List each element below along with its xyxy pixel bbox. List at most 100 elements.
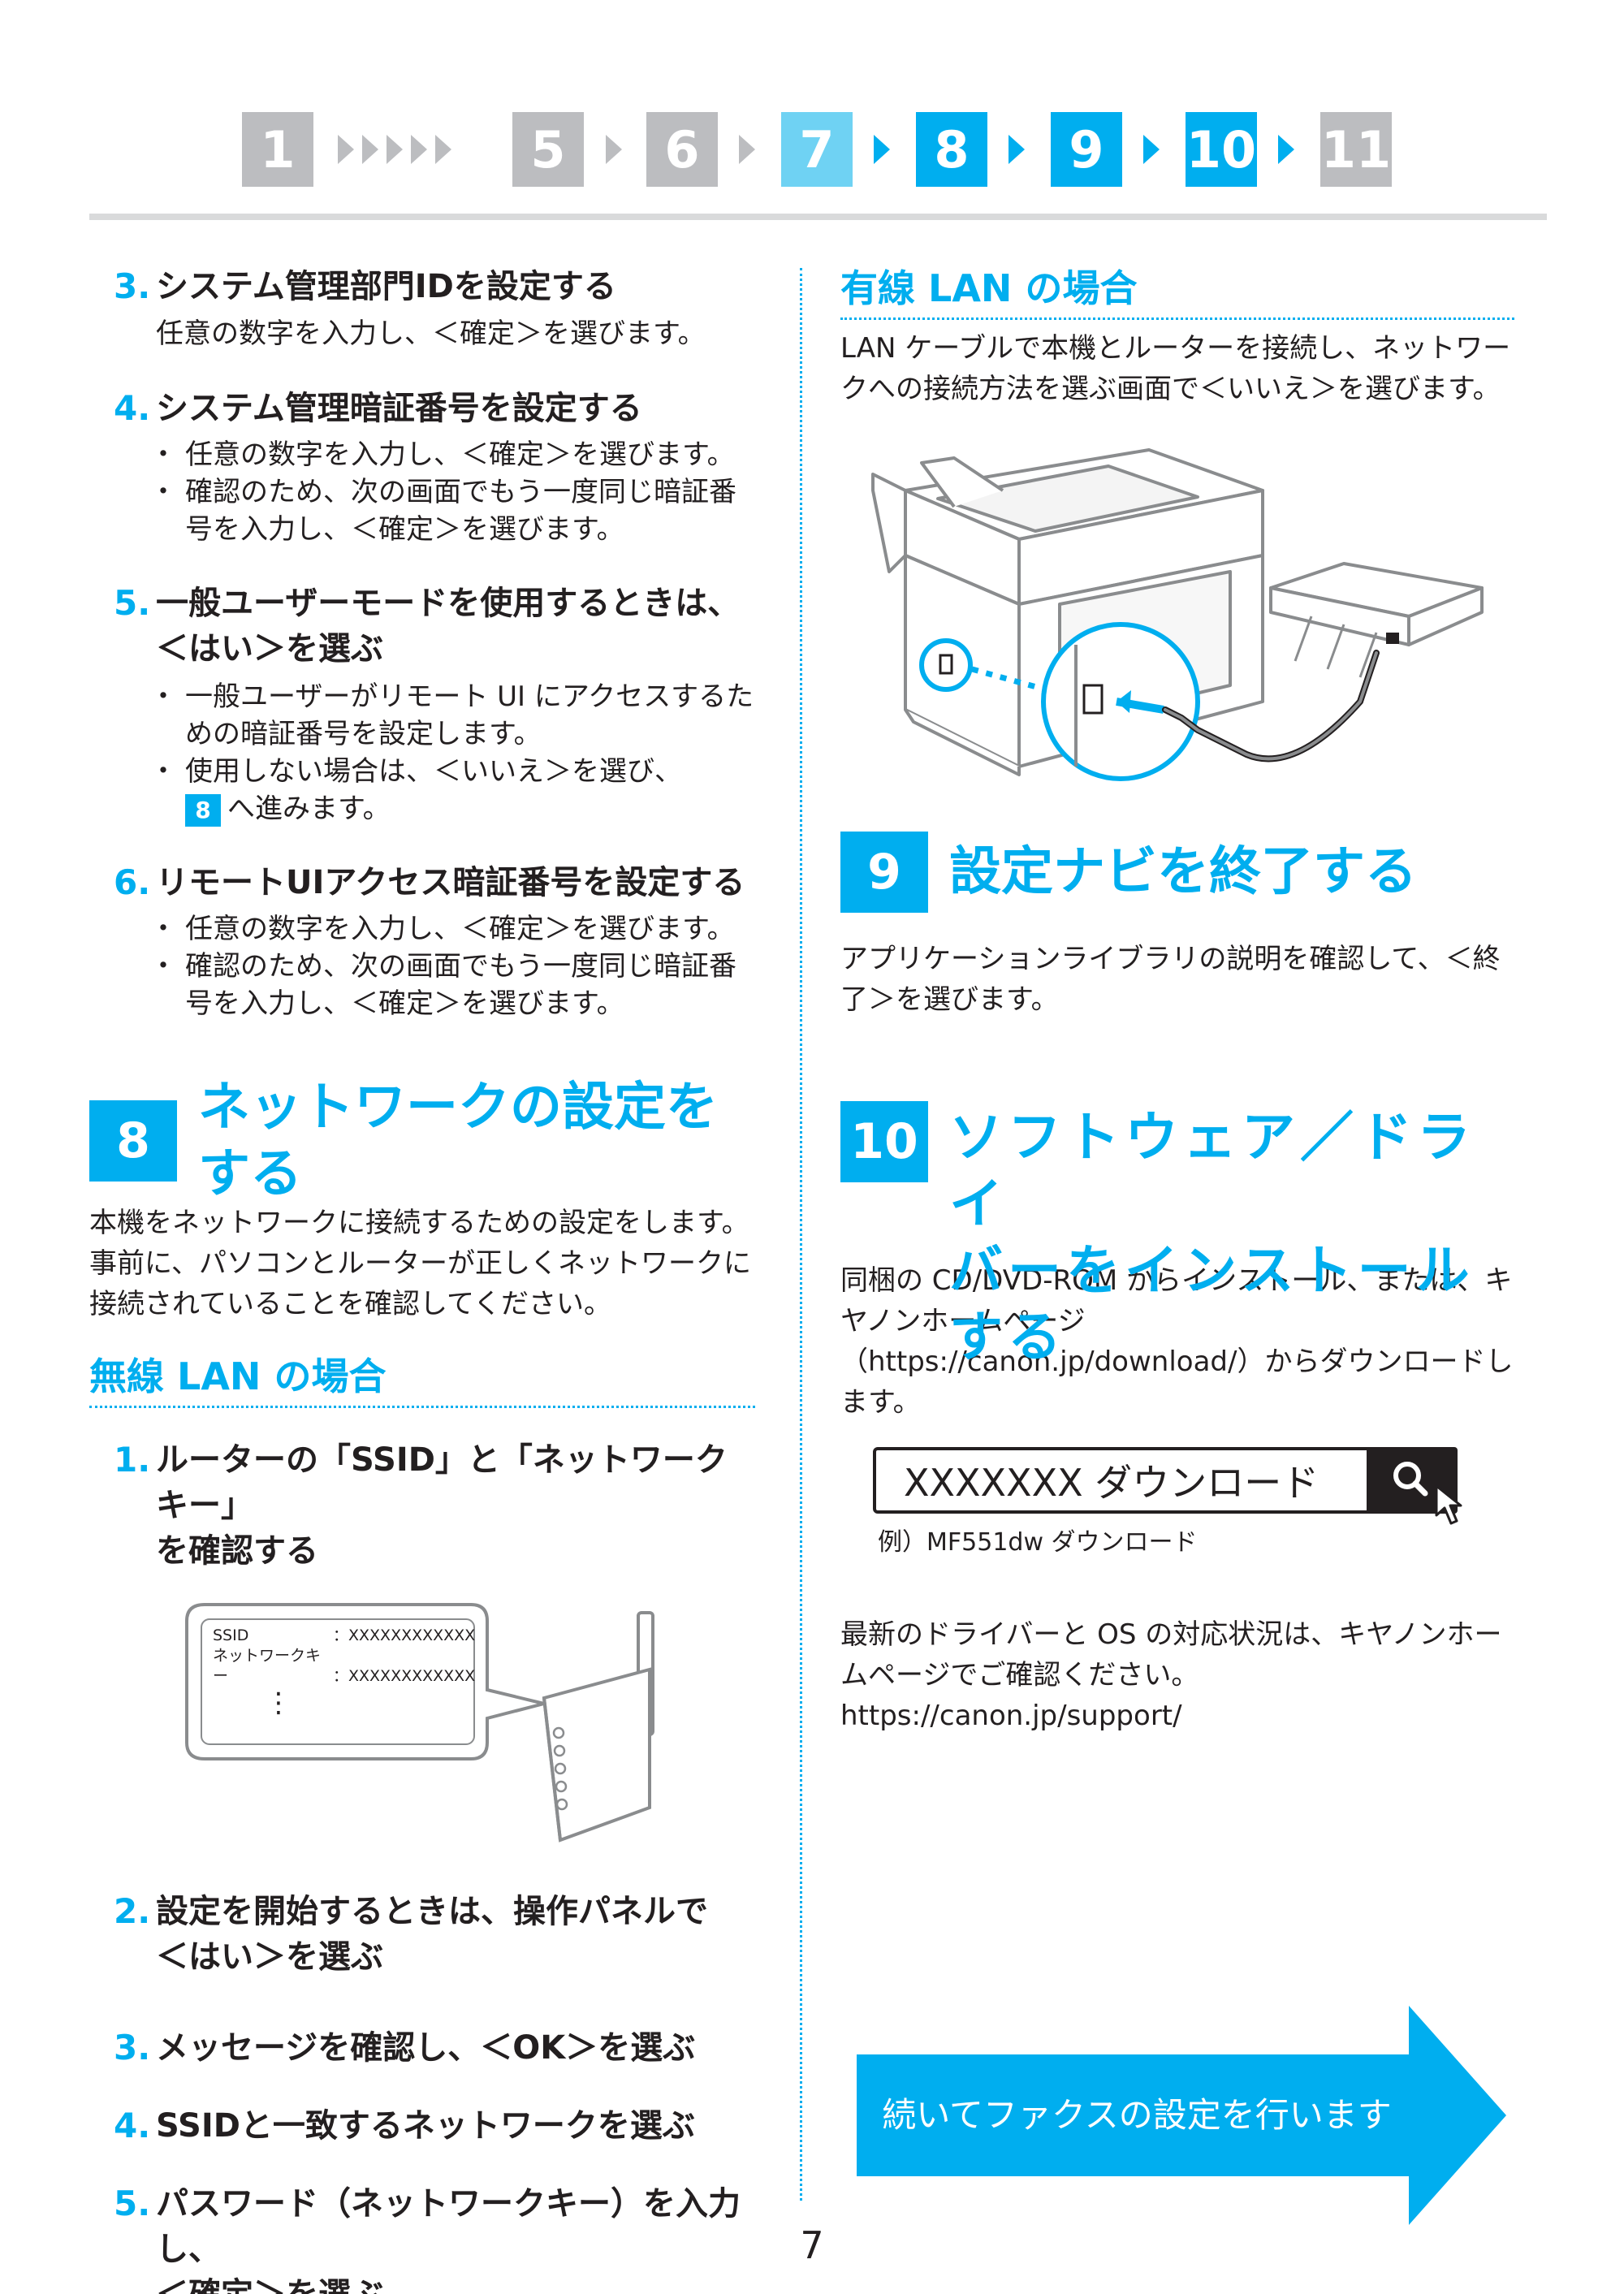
wireless-step-1: 1. ルーターの「SSID」と「ネットワークキー」 を確認する [89,1437,755,1574]
step-title-text: ルーターの「SSID」と「ネットワークキー」 [156,1441,728,1524]
wireless-lan-heading: 無線 LAN の場合 [89,1352,755,1408]
progress-step-9: 9 [1051,112,1122,187]
install-text: 同梱の CD/DVD-ROM からインストール、または、キヤノンホームページ [840,1264,1513,1337]
progress-arrow [338,135,354,164]
step-title: 4. SSIDと一致するネットワークを選ぶ [89,2103,755,2149]
section-9-body: アプリケーションライブラリの説明を確認して、＜終了＞を選びます。 [840,943,1501,1016]
progress-step-8: 8 [916,112,987,187]
step-title-text: ＜はい＞を選ぶ [156,630,383,667]
section-9-heading: 9 設定ナビを終了する [840,832,1514,913]
wireless-step-5: 5. パスワード（ネットワークキー）を入力し、 ＜確定＞を選ぶ [89,2181,755,2294]
step-title-text: メッセージを確認し、＜OK＞を選ぶ [156,2029,696,2067]
step-4-admin-pin: 4. システム管理暗証番号を設定する 任意の数字を入力し、＜確定＞を選びます。 … [89,386,755,548]
download-url-text: （https://canon.jp/download/）からダウンロードします。 [840,1346,1514,1419]
section-8-intro: 本機をネットワークに接続するための設定をします。事前に、パソコンとルーターが正し… [89,1207,751,1320]
search-icon [1393,1462,1428,1497]
wireless-step-4: 4. SSIDと一致するネットワークを選ぶ [89,2103,755,2149]
step-title: 4. システム管理暗証番号を設定する [89,386,755,431]
section-title: ネットワークの設定をする [198,1078,718,1204]
progress-step-5: 5 [512,112,584,187]
section-title-line: バーをインストールする [949,1239,1475,1368]
next-step-arrow[interactable] [857,2006,1506,2225]
step-title: 5. パスワード（ネットワークキー）を入力し、 ＜確定＞を選ぶ [89,2181,755,2294]
progress-arrow [435,135,451,164]
bullet-text: 使用しない場合は、＜いいえ＞を選び、 [185,755,682,788]
section-title: ソフトウェア／ドライ バーをインストールする [949,1104,1514,1371]
step-number: 4. [114,2106,151,2145]
step-title: 6. リモートUIアクセス暗証番号を設定する [89,860,755,905]
section-8-heading: 8 ネットワークの設定をする [89,1078,755,1204]
step-title: 1. ルーターの「SSID」と「ネットワークキー」 を確認する [89,1437,755,1574]
ssid-label: SSID [213,1627,249,1644]
column-divider [800,268,802,2201]
wired-connection-illustration [840,442,1514,799]
section-10-heading: 10 ソフトウェア／ドライ バーをインストールする [840,1101,1514,1368]
progress-arrow [1278,135,1294,164]
step-number: 5. [114,2184,151,2223]
step-number: 4. [114,388,151,428]
bullet-item: 一般ユーザーがリモート UI にアクセスするための暗証番号を設定します。 [149,678,755,753]
progress-arrow [1143,135,1160,164]
step-body: 任意の数字を入力し、＜確定＞を選びます。 [156,318,706,350]
wireless-step-3: 3. メッセージを確認し、＜OK＞を選ぶ [89,2025,755,2071]
more-fields: ⋮ [265,1687,292,1719]
progress-arrow [362,135,378,164]
router-illustration [185,1603,654,1843]
progress-arrow [739,135,755,164]
bullet-text: へ進みます。 [227,793,391,825]
step-title-text: ＜確定＞を選ぶ [156,2276,383,2294]
page-number: 7 [800,2223,824,2267]
progress-arrow [1009,135,1025,164]
progress-step-10: 10 [1186,112,1257,187]
section-title: 設定ナビを終了する [949,842,1417,902]
step-title-text: SSIDと一致するネットワークを選ぶ [156,2107,695,2145]
step-number: 1. [114,1440,151,1480]
progress-step-7: 7 [781,112,853,187]
progress-arrow [606,135,622,164]
step-6-remote-ui-pin: 6. リモートUIアクセス暗証番号を設定する 任意の数字を入力し、＜確定＞を選び… [89,860,755,1022]
support-url[interactable]: https://canon.jp/support/ [840,1700,1182,1732]
wired-lan-body: LAN ケーブルで本機とルーターを接続し、ネットワークへの接続方法を選ぶ画面で＜… [840,332,1511,405]
cursor-icon [1435,1484,1462,1525]
bullet-list: 一般ユーザーがリモート UI にアクセスするための暗証番号を設定します。 使用し… [89,678,755,827]
progress-arrow [387,135,403,164]
next-step-label: 続いてファクスの設定を行います [882,2095,1392,2135]
router-label-illustration: SSID：XXXXXXXXXXXX ネットワークキー：XXXXXXXXXXXX … [89,1596,755,1856]
section-10-body: 同梱の CD/DVD-ROM からインストール、または、キヤノンホームページ （… [840,1260,1514,1423]
header-rule [89,214,1547,220]
step-5-general-user-mode: 5. 一般ユーザーモードを使用するときは、 ＜はい＞を選ぶ 一般ユーザーがリモー… [89,581,755,827]
section-number-box: 9 [840,832,928,913]
progress-arrow [874,135,890,164]
step-title-text: を確認する [156,1532,318,1570]
bullet-item: 任意の数字を入力し、＜確定＞を選びます。 [149,910,755,948]
step-title: 5. 一般ユーザーモードを使用するときは、 ＜はい＞を選ぶ [89,581,755,672]
network-key-value: ：XXXXXXXXXXXX [333,1667,476,1685]
section-8-chip: 8 [185,793,221,827]
ssid-value: ：XXXXXXXXXXXX [333,1627,476,1644]
step-title-text: システム管理部門IDを設定する [156,268,616,305]
wired-lan-heading: 有線 LAN の場合 [840,264,1514,320]
section-number-box: 10 [840,1101,928,1182]
driver-status-text: 最新のドライバーと OS の対応状況は、キヤノンホームページでご確認ください。 [840,1618,1502,1691]
step-title: 2. 設定を開始するときは、操作パネルで ＜はい＞を選ぶ [89,1889,755,1980]
bullet-item: 確認のため、次の画面でもう一度同じ暗証番号を入力し、＜確定＞を選びます。 [149,473,755,548]
step-title: 3. システム管理部門IDを設定する [89,264,755,309]
progress-arrow [411,135,427,164]
progress-step-6: 6 [646,112,718,187]
progress-step-11: 11 [1320,112,1392,187]
progress-step-1: 1 [242,112,313,187]
search-query: XXXXXXX ダウンロード [904,1461,1320,1505]
driver-status-body: 最新のドライバーと OS の対応状況は、キヤノンホームページでご確認ください。 … [840,1614,1514,1736]
search-box-example: XXXXXXX ダウンロード 例）MF551dw ダウンロード [873,1447,1514,1557]
search-input[interactable]: XXXXXXX ダウンロード [873,1447,1458,1514]
step-title-text: システム管理暗証番号を設定する [156,390,642,427]
step-title-text: 一般ユーザーモードを使用するときは、 [156,585,741,622]
left-column: 3. システム管理部門IDを設定する 任意の数字を入力し、＜確定＞を選びます。 … [89,264,755,2294]
right-column: 有線 LAN の場合 LAN ケーブルで本機とルーターを接続し、ネットワークへの… [840,264,1514,1736]
step-title-text: ＜はい＞を選ぶ [156,1938,383,1976]
step-title-text: リモートUIアクセス暗証番号を設定する [156,864,745,901]
step-number: 3. [114,2028,151,2067]
step-title: 3. メッセージを確認し、＜OK＞を選ぶ [89,2025,755,2071]
step-3-admin-dept-id: 3. システム管理部門IDを設定する 任意の数字を入力し、＜確定＞を選びます。 [89,264,755,353]
